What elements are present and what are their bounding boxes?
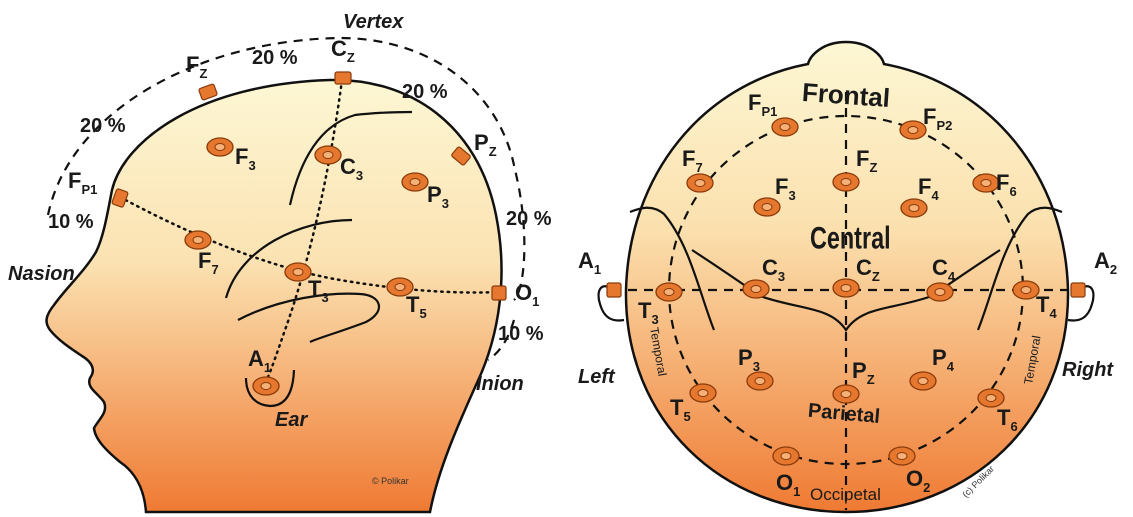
electrode-fz (833, 173, 859, 191)
plug-fz (198, 84, 217, 101)
electrode-t3 (656, 283, 682, 301)
percent-pz-o1: 20 % (506, 208, 552, 230)
nasion-label: Nasion (8, 263, 75, 285)
region-occipital: Occipetal (810, 485, 881, 504)
region-frontal: Frontal (801, 77, 891, 113)
percent-nasion-fp1: 10 % (48, 211, 94, 233)
percent-o1-inion: 10 % (498, 323, 544, 345)
electrode-p3 (402, 173, 428, 191)
label-fz: FZ (186, 52, 207, 81)
top-view: Frontal Central Parietal Occipetal Tempo… (578, 42, 1117, 512)
electrode-f4 (901, 199, 927, 217)
plug-o1 (492, 286, 506, 300)
percent-cz-pz: 20 % (402, 81, 448, 103)
side-right-label: Right (1062, 359, 1114, 381)
electrode-p4 (910, 372, 936, 390)
electrode-p3 (747, 372, 773, 390)
label-cz: CZ (331, 36, 355, 65)
electrode-a1 (253, 377, 279, 395)
electrode-fp1 (772, 118, 798, 136)
electrode-f7 (687, 174, 713, 192)
electrode-pz (833, 385, 859, 403)
region-central: Central (810, 220, 891, 255)
electrode-t5 (690, 384, 716, 402)
percent-fz-cz: 20 % (252, 47, 298, 69)
electrode-o1 (773, 447, 799, 465)
label-a1: A1 (578, 248, 601, 277)
label-o1: O1 (515, 280, 539, 309)
electrode-o2 (889, 447, 915, 465)
electrode-cz (833, 279, 859, 297)
side-head-silhouette (47, 80, 502, 512)
electrode-f7 (185, 231, 211, 249)
side-left-label: Left (578, 366, 616, 388)
plug-cz (335, 72, 351, 84)
electrode-f3 (754, 198, 780, 216)
electrode-f3 (207, 138, 233, 156)
plug-a2 (1071, 283, 1085, 297)
inion-label: Inion (476, 373, 524, 395)
ear-label: Ear (275, 409, 308, 431)
label-pz: PZ (474, 130, 497, 159)
plug-a1 (607, 283, 621, 297)
label-a2: A2 (1094, 248, 1117, 277)
label-fp1: FP1 (68, 168, 97, 197)
electrode-c4 (927, 283, 953, 301)
vertex-label: Vertex (343, 11, 404, 33)
electrode-c3 (743, 280, 769, 298)
side-view: Vertex Nasion Inion Ear 20 % 20 % 20 % 2… (8, 11, 552, 512)
electrode-c3 (315, 146, 341, 164)
percent-fp1-fz: 20 % (80, 115, 126, 137)
side-credit: © Polikar (372, 476, 409, 486)
